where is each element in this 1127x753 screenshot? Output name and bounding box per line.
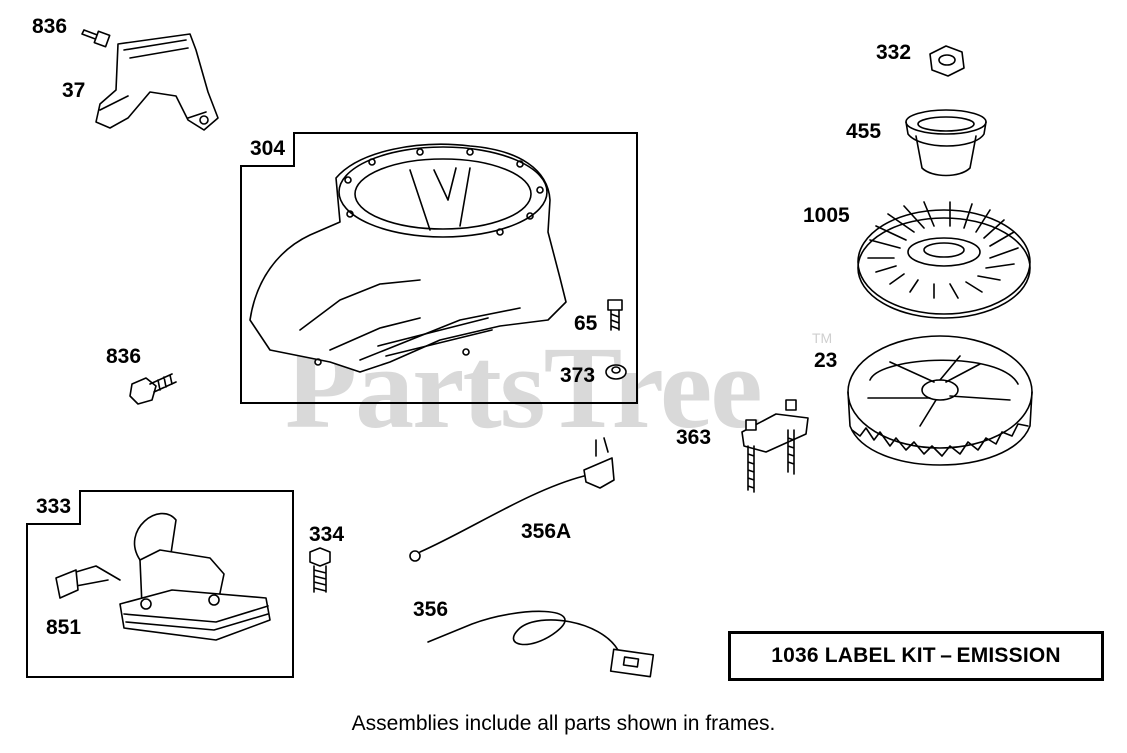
frame-number-333: 333 <box>26 490 82 525</box>
starter-cup-455[interactable] <box>906 110 986 176</box>
callout-332: 332 <box>876 41 912 64</box>
callout-836-top: 836 <box>32 15 68 38</box>
stop-wire-356[interactable] <box>428 611 653 676</box>
screw-65[interactable] <box>608 300 622 330</box>
callout-334: 334 <box>309 523 345 546</box>
screw-836-top[interactable] <box>82 30 110 47</box>
screw-836-mid[interactable] <box>130 374 176 404</box>
callout-37: 37 <box>62 79 86 102</box>
bracket-363[interactable] <box>742 400 808 492</box>
callout-363: 363 <box>676 426 712 449</box>
label-kit-emission[interactable]: 1036 LABEL KIT – EMISSION <box>728 631 1104 681</box>
frames-footnote: Assemblies include all parts shown in fr… <box>351 712 776 735</box>
frame-blower-housing: 304 <box>240 132 638 404</box>
frame-armature: 333 <box>26 490 294 678</box>
callout-356a: 356A <box>521 520 572 543</box>
callout-455: 455 <box>846 120 882 143</box>
screw-334[interactable] <box>310 548 330 592</box>
callout-65: 65 <box>574 312 598 335</box>
callout-836-mid: 836 <box>106 345 142 368</box>
fan-1005[interactable] <box>858 202 1030 318</box>
flywheel-23[interactable] <box>848 336 1032 465</box>
nut-332[interactable] <box>930 46 964 76</box>
deflector-37[interactable] <box>96 34 218 130</box>
frame-number-304: 304 <box>240 132 296 167</box>
callout-851: 851 <box>46 616 82 639</box>
ground-wire-356a[interactable] <box>410 438 614 561</box>
callout-356: 356 <box>413 598 449 621</box>
nut-373[interactable] <box>606 365 626 379</box>
callout-23: 23 <box>814 349 838 372</box>
callout-1005: 1005 <box>803 204 850 227</box>
callout-373: 373 <box>560 364 596 387</box>
armature-333[interactable] <box>56 514 270 640</box>
blower-housing-304[interactable] <box>250 144 566 372</box>
watermark-trademark: TM <box>812 330 833 346</box>
